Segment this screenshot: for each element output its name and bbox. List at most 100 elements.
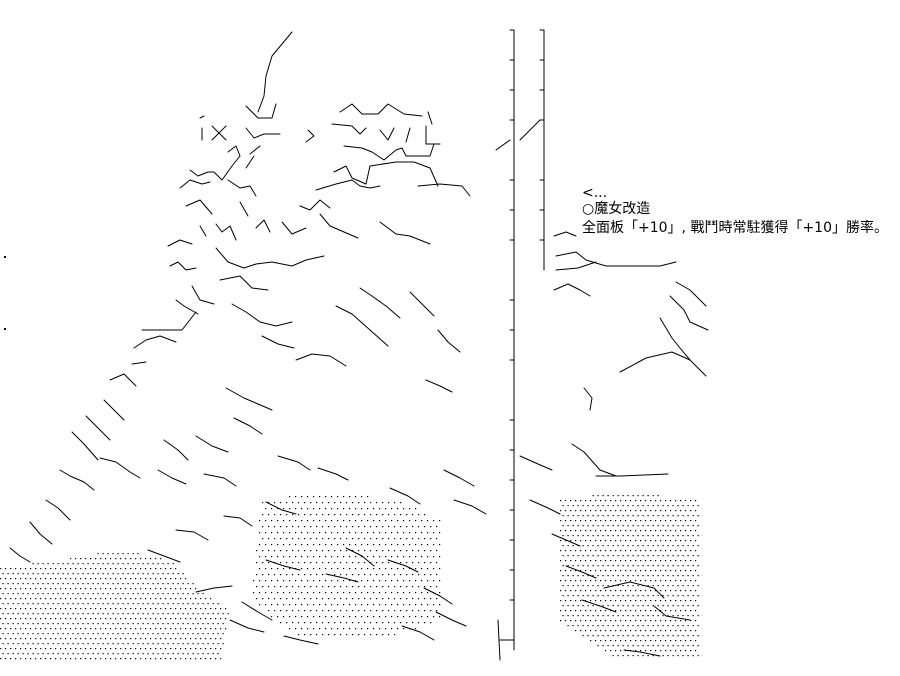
shading-dot [175, 618, 177, 620]
shading-dot [120, 608, 122, 610]
shading-dot [187, 643, 189, 645]
shading-dot [627, 505, 629, 507]
shading-dot [280, 526, 282, 528]
shading-dot [652, 505, 654, 507]
shading-dot [655, 500, 657, 502]
shading-dot [637, 565, 639, 567]
shading-dot [403, 592, 405, 594]
shading-dot [427, 592, 429, 594]
shading-dot [647, 555, 649, 557]
shading-dot [421, 604, 423, 606]
shading-dot [77, 563, 79, 565]
shading-dot [195, 658, 197, 660]
shading-dot [90, 638, 92, 640]
shading-dot [10, 658, 12, 660]
shading-dot [112, 653, 114, 655]
shading-dot [622, 615, 624, 617]
shading-dot [72, 573, 74, 575]
shading-dot [650, 560, 652, 562]
shading-dot [140, 558, 142, 560]
shading-dot [385, 604, 387, 606]
shading-dot [205, 598, 207, 600]
shading-dot [662, 615, 664, 617]
shading-dot [77, 623, 79, 625]
shading-dot [692, 655, 694, 657]
shading-dot [346, 622, 348, 624]
shading-dot [185, 578, 187, 580]
shading-dot [645, 520, 647, 522]
shading-dot [147, 633, 149, 635]
stray-dot [4, 328, 6, 330]
shading-dot [592, 525, 594, 527]
shading-dot [572, 565, 574, 567]
shading-dot [394, 550, 396, 552]
shading-dot [439, 604, 441, 606]
shading-dot [5, 648, 7, 650]
shading-dot [192, 643, 194, 645]
shading-dot [364, 550, 366, 552]
shading-dot [304, 610, 306, 612]
shading-dot [582, 615, 584, 617]
shading-dot [662, 575, 664, 577]
shading-dot [32, 573, 34, 575]
shading-dot [612, 645, 614, 647]
shading-dot [207, 653, 209, 655]
shading-dot [421, 616, 423, 618]
shading-dot [283, 508, 285, 510]
shading-dot [85, 638, 87, 640]
shading-dot [675, 570, 677, 572]
shading-dot [162, 583, 164, 585]
shading-dot [289, 592, 291, 594]
shading-dot [95, 608, 97, 610]
shading-dot [565, 550, 567, 552]
shading-dot [277, 616, 279, 618]
shading-dot [400, 610, 402, 612]
shading-dot [647, 535, 649, 537]
shading-dot [334, 574, 336, 576]
shading-dot [640, 540, 642, 542]
shading-dot [45, 598, 47, 600]
shading-dot [42, 633, 44, 635]
shading-dot [340, 610, 342, 612]
shading-dot [22, 593, 24, 595]
shading-dot [37, 573, 39, 575]
shading-dot [637, 525, 639, 527]
shading-dot [560, 520, 562, 522]
shading-dot [0, 638, 2, 640]
shading-dot [655, 630, 657, 632]
shading-dot [690, 610, 692, 612]
shading-dot [107, 623, 109, 625]
shading-dot [5, 628, 7, 630]
shading-dot [695, 580, 697, 582]
shading-dot [355, 604, 357, 606]
shading-dot [597, 615, 599, 617]
shading-dot [382, 634, 384, 636]
shading-dot [394, 622, 396, 624]
shading-dot [592, 585, 594, 587]
shading-dot [100, 598, 102, 600]
shading-dot [20, 628, 22, 630]
shading-dot [67, 583, 69, 585]
shading-dot [657, 535, 659, 537]
shading-dot [400, 550, 402, 552]
shading-dot [283, 532, 285, 534]
shading-dot [379, 520, 381, 522]
shading-dot [680, 550, 682, 552]
shading-dot [322, 634, 324, 636]
shading-dot [622, 515, 624, 517]
shading-dot [72, 563, 74, 565]
shading-dot [562, 565, 564, 567]
shading-dot [107, 613, 109, 615]
shading-dot [415, 532, 417, 534]
shading-dot [25, 648, 27, 650]
shading-dot [667, 615, 669, 617]
shading-dot [675, 600, 677, 602]
shading-dot [150, 658, 152, 660]
shading-dot [57, 563, 59, 565]
shading-dot [304, 550, 306, 552]
shading-dot [256, 574, 258, 576]
shading-dot [47, 633, 49, 635]
right-arm-cape [554, 232, 708, 656]
shading-dot [433, 544, 435, 546]
shading-dot [610, 510, 612, 512]
